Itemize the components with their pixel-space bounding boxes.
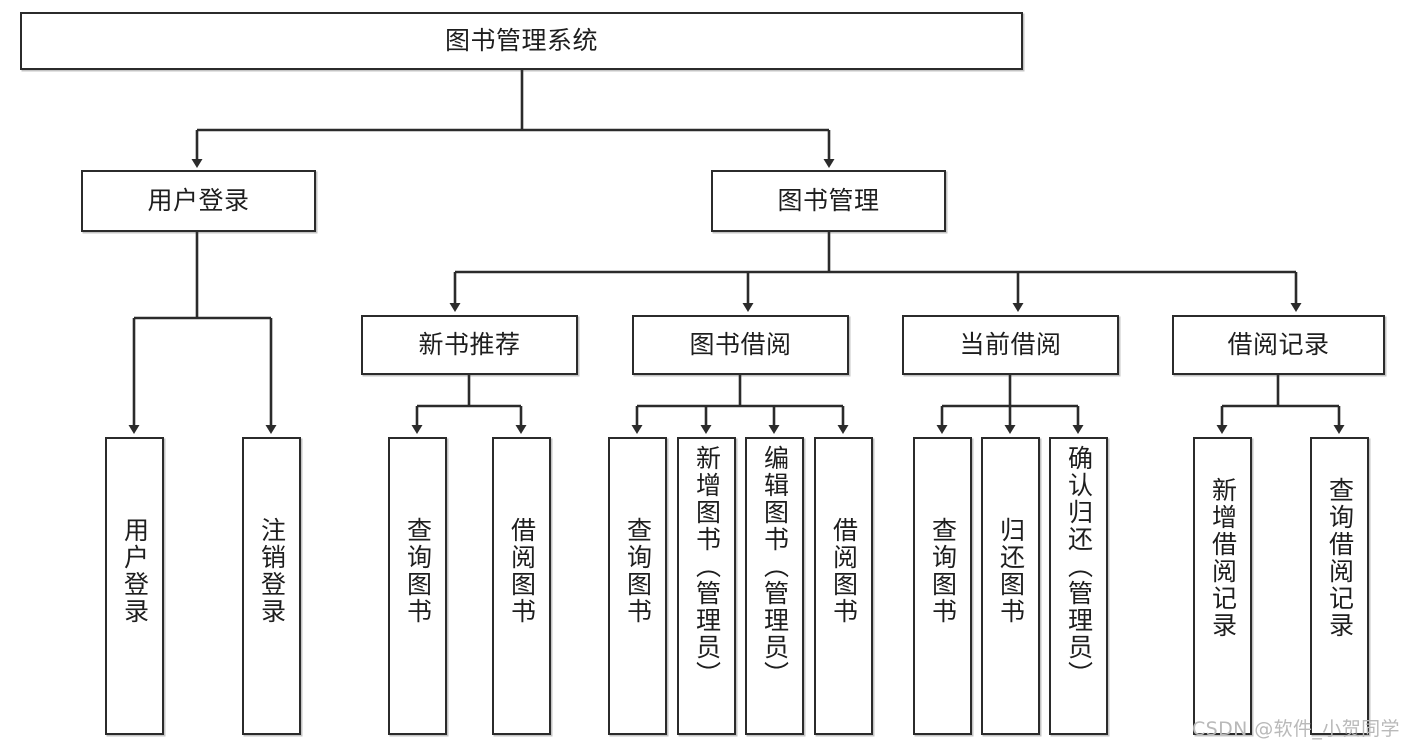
node-leaf-query-book-current[interactable]: 查询图书: [913, 437, 972, 735]
node-leaf-query-book-borrow[interactable]: 查询图书: [608, 437, 667, 735]
node-leaf-edit-book[interactable]: 编辑图书（管理员）: [745, 437, 804, 735]
node-leaf-query-book-recommend[interactable]: 查询图书: [388, 437, 447, 735]
csdn-watermark: CSDN @软件_小贺同学: [1192, 718, 1400, 740]
node-book-borrow[interactable]: 图书借阅: [632, 315, 849, 375]
node-leaf-borrow-book-recommend-label: 借阅图书: [507, 517, 537, 625]
node-leaf-confirm-return[interactable]: 确认归还（管理员）: [1049, 437, 1108, 735]
node-leaf-borrow-book-label: 借阅图书: [829, 517, 859, 625]
node-borrow-record-label: 借阅记录: [1227, 330, 1330, 359]
node-leaf-query-record[interactable]: 查询借阅记录: [1310, 437, 1369, 735]
node-user-login-label: 用户登录: [147, 186, 250, 215]
node-leaf-user-login-label: 用户登录: [120, 517, 150, 625]
node-new-book-recommend[interactable]: 新书推荐: [361, 315, 578, 375]
node-current-borrow-label: 当前借阅: [959, 330, 1062, 359]
node-book-borrow-label: 图书借阅: [689, 330, 792, 359]
node-root-label: 图书管理系统: [444, 26, 598, 55]
node-new-book-recommend-label: 新书推荐: [418, 330, 521, 359]
node-borrow-record[interactable]: 借阅记录: [1172, 315, 1385, 375]
node-leaf-query-record-label: 查询借阅记录: [1325, 477, 1355, 639]
node-leaf-return-book[interactable]: 归还图书: [981, 437, 1040, 735]
node-leaf-edit-book-label: 编辑图书（管理员）: [760, 445, 790, 688]
node-leaf-borrow-book[interactable]: 借阅图书: [814, 437, 873, 735]
node-leaf-user-login[interactable]: 用户登录: [105, 437, 164, 735]
node-leaf-query-book-recommend-label: 查询图书: [403, 517, 433, 625]
node-user-login[interactable]: 用户登录: [81, 170, 316, 232]
node-leaf-logout-label: 注销登录: [257, 517, 287, 625]
node-book-management-label: 图书管理: [777, 186, 880, 215]
node-leaf-query-book-borrow-label: 查询图书: [623, 517, 653, 625]
node-leaf-confirm-return-label: 确认归还（管理员）: [1064, 445, 1094, 688]
node-leaf-add-record[interactable]: 新增借阅记录: [1193, 437, 1252, 735]
node-leaf-add-record-label: 新增借阅记录: [1208, 477, 1238, 639]
node-leaf-add-book-label: 新增图书（管理员）: [692, 445, 722, 688]
node-leaf-borrow-book-recommend[interactable]: 借阅图书: [492, 437, 551, 735]
node-leaf-add-book[interactable]: 新增图书（管理员）: [677, 437, 736, 735]
node-leaf-query-book-current-label: 查询图书: [928, 517, 958, 625]
node-leaf-return-book-label: 归还图书: [996, 517, 1026, 625]
node-current-borrow[interactable]: 当前借阅: [902, 315, 1119, 375]
node-book-management[interactable]: 图书管理: [711, 170, 946, 232]
node-leaf-logout[interactable]: 注销登录: [242, 437, 301, 735]
node-root[interactable]: 图书管理系统: [20, 12, 1023, 70]
